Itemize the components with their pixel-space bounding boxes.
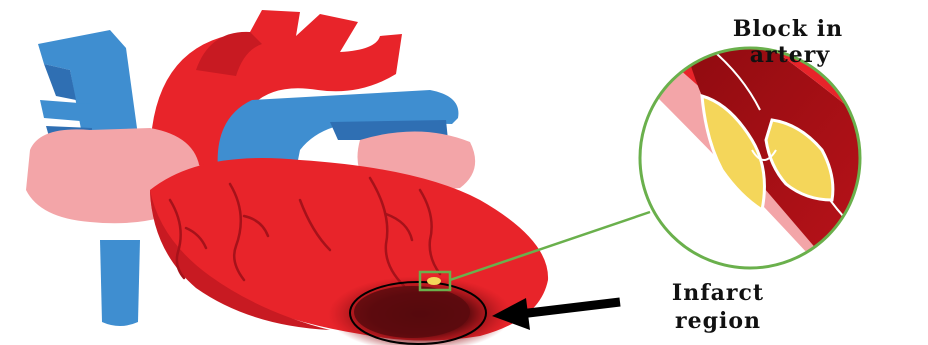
- infarct-label-line2: region: [675, 308, 761, 334]
- zoomed-artery: [640, 40, 900, 300]
- infarct-label-line1: Infarct: [672, 280, 764, 306]
- block-label-line1: Block in: [733, 16, 843, 42]
- inferior-vena-cava: [100, 240, 140, 326]
- heart-illustration: [26, 10, 548, 345]
- block-label-line2: artery: [750, 42, 831, 68]
